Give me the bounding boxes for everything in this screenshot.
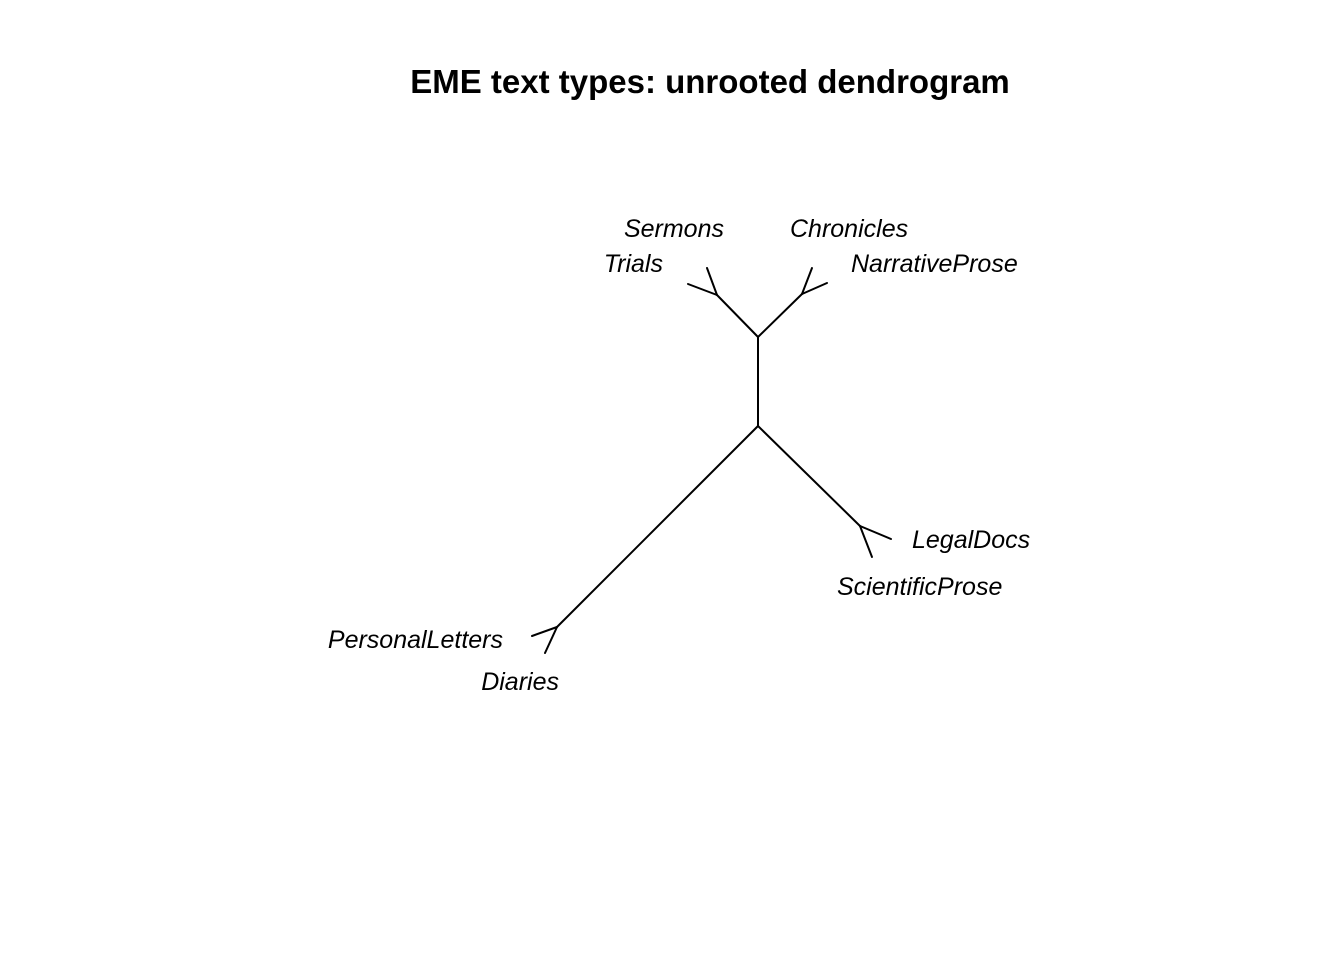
chart-title: EME text types: unrooted dendrogram [410, 63, 1010, 100]
leaf-label-scientificprose: ScientificProse [837, 573, 1002, 601]
tree-edges [531, 267, 892, 654]
tree-edge [556, 425, 759, 628]
tree-edge [706, 267, 718, 296]
leaf-label-sermons: Sermons [624, 215, 724, 243]
leaf-label-chronicles: Chronicles [790, 215, 908, 243]
tree-edge [531, 626, 558, 637]
tree-edge [859, 525, 873, 558]
tree-edge [544, 626, 558, 654]
tree-edge [687, 283, 718, 296]
leaf-label-personalletters: PersonalLetters [328, 626, 503, 654]
leaf-label-narrativeprose: NarrativeProse [851, 250, 1018, 278]
leaf-label-legaldocs: LegalDocs [912, 526, 1030, 554]
leaf-label-trials: Trials [604, 250, 663, 278]
tree-edge [801, 282, 828, 295]
tree-edge [801, 267, 813, 295]
tree-edge [716, 294, 759, 338]
tree-edge [859, 525, 892, 540]
leaf-label-diaries: Diaries [481, 668, 559, 696]
tree-edge [757, 293, 803, 338]
tree-edge [757, 425, 861, 527]
